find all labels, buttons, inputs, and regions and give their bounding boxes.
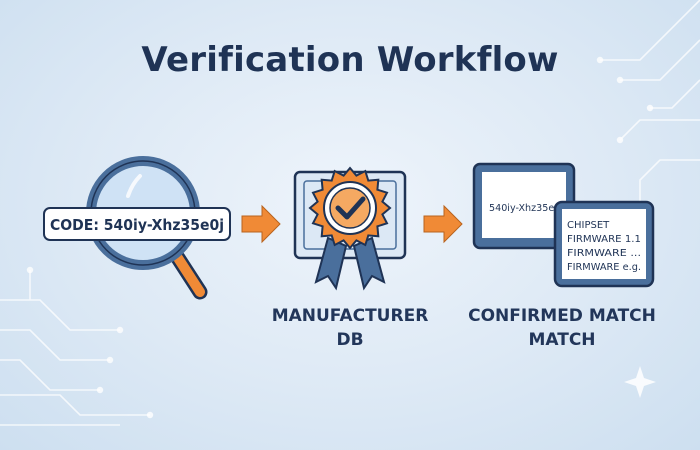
caption-line: CONFIRMED MATCH: [468, 306, 656, 326]
tablet-icon: CHIPSET FIRMWARE 1.1 FIRMWARE ... FIRMWA…: [553, 200, 655, 288]
diagram-title: Verification Workflow: [141, 40, 559, 80]
caption-line: DB: [336, 330, 364, 350]
step-2-caption: MANUFACTURER DB: [270, 304, 430, 352]
monitor-code-text: 540iy-Xhz35e0j: [489, 203, 563, 214]
monitor-icon: 540iy-Xhz35e0j: [472, 162, 576, 250]
spec-line: CHIPSET: [567, 220, 610, 231]
checkmark-icon: [335, 196, 366, 220]
code-text: CODE: 540iy-Xhz35e0j: [50, 216, 224, 234]
spec-line: FIRMWARE 1.1: [567, 234, 641, 245]
code-label-box: CODE: 540iy-Xhz35e0j: [43, 207, 231, 241]
certificate-badge-icon: [308, 166, 392, 291]
caption-line: MANUFACTURER: [271, 306, 429, 326]
spec-line: FIRMWARE ...: [567, 248, 641, 259]
spec-line: FIRMWARE e.g.: [567, 262, 641, 273]
caption-line: MATCH: [528, 330, 596, 350]
step-3-caption: CONFIRMED MATCH MATCH: [462, 304, 662, 352]
